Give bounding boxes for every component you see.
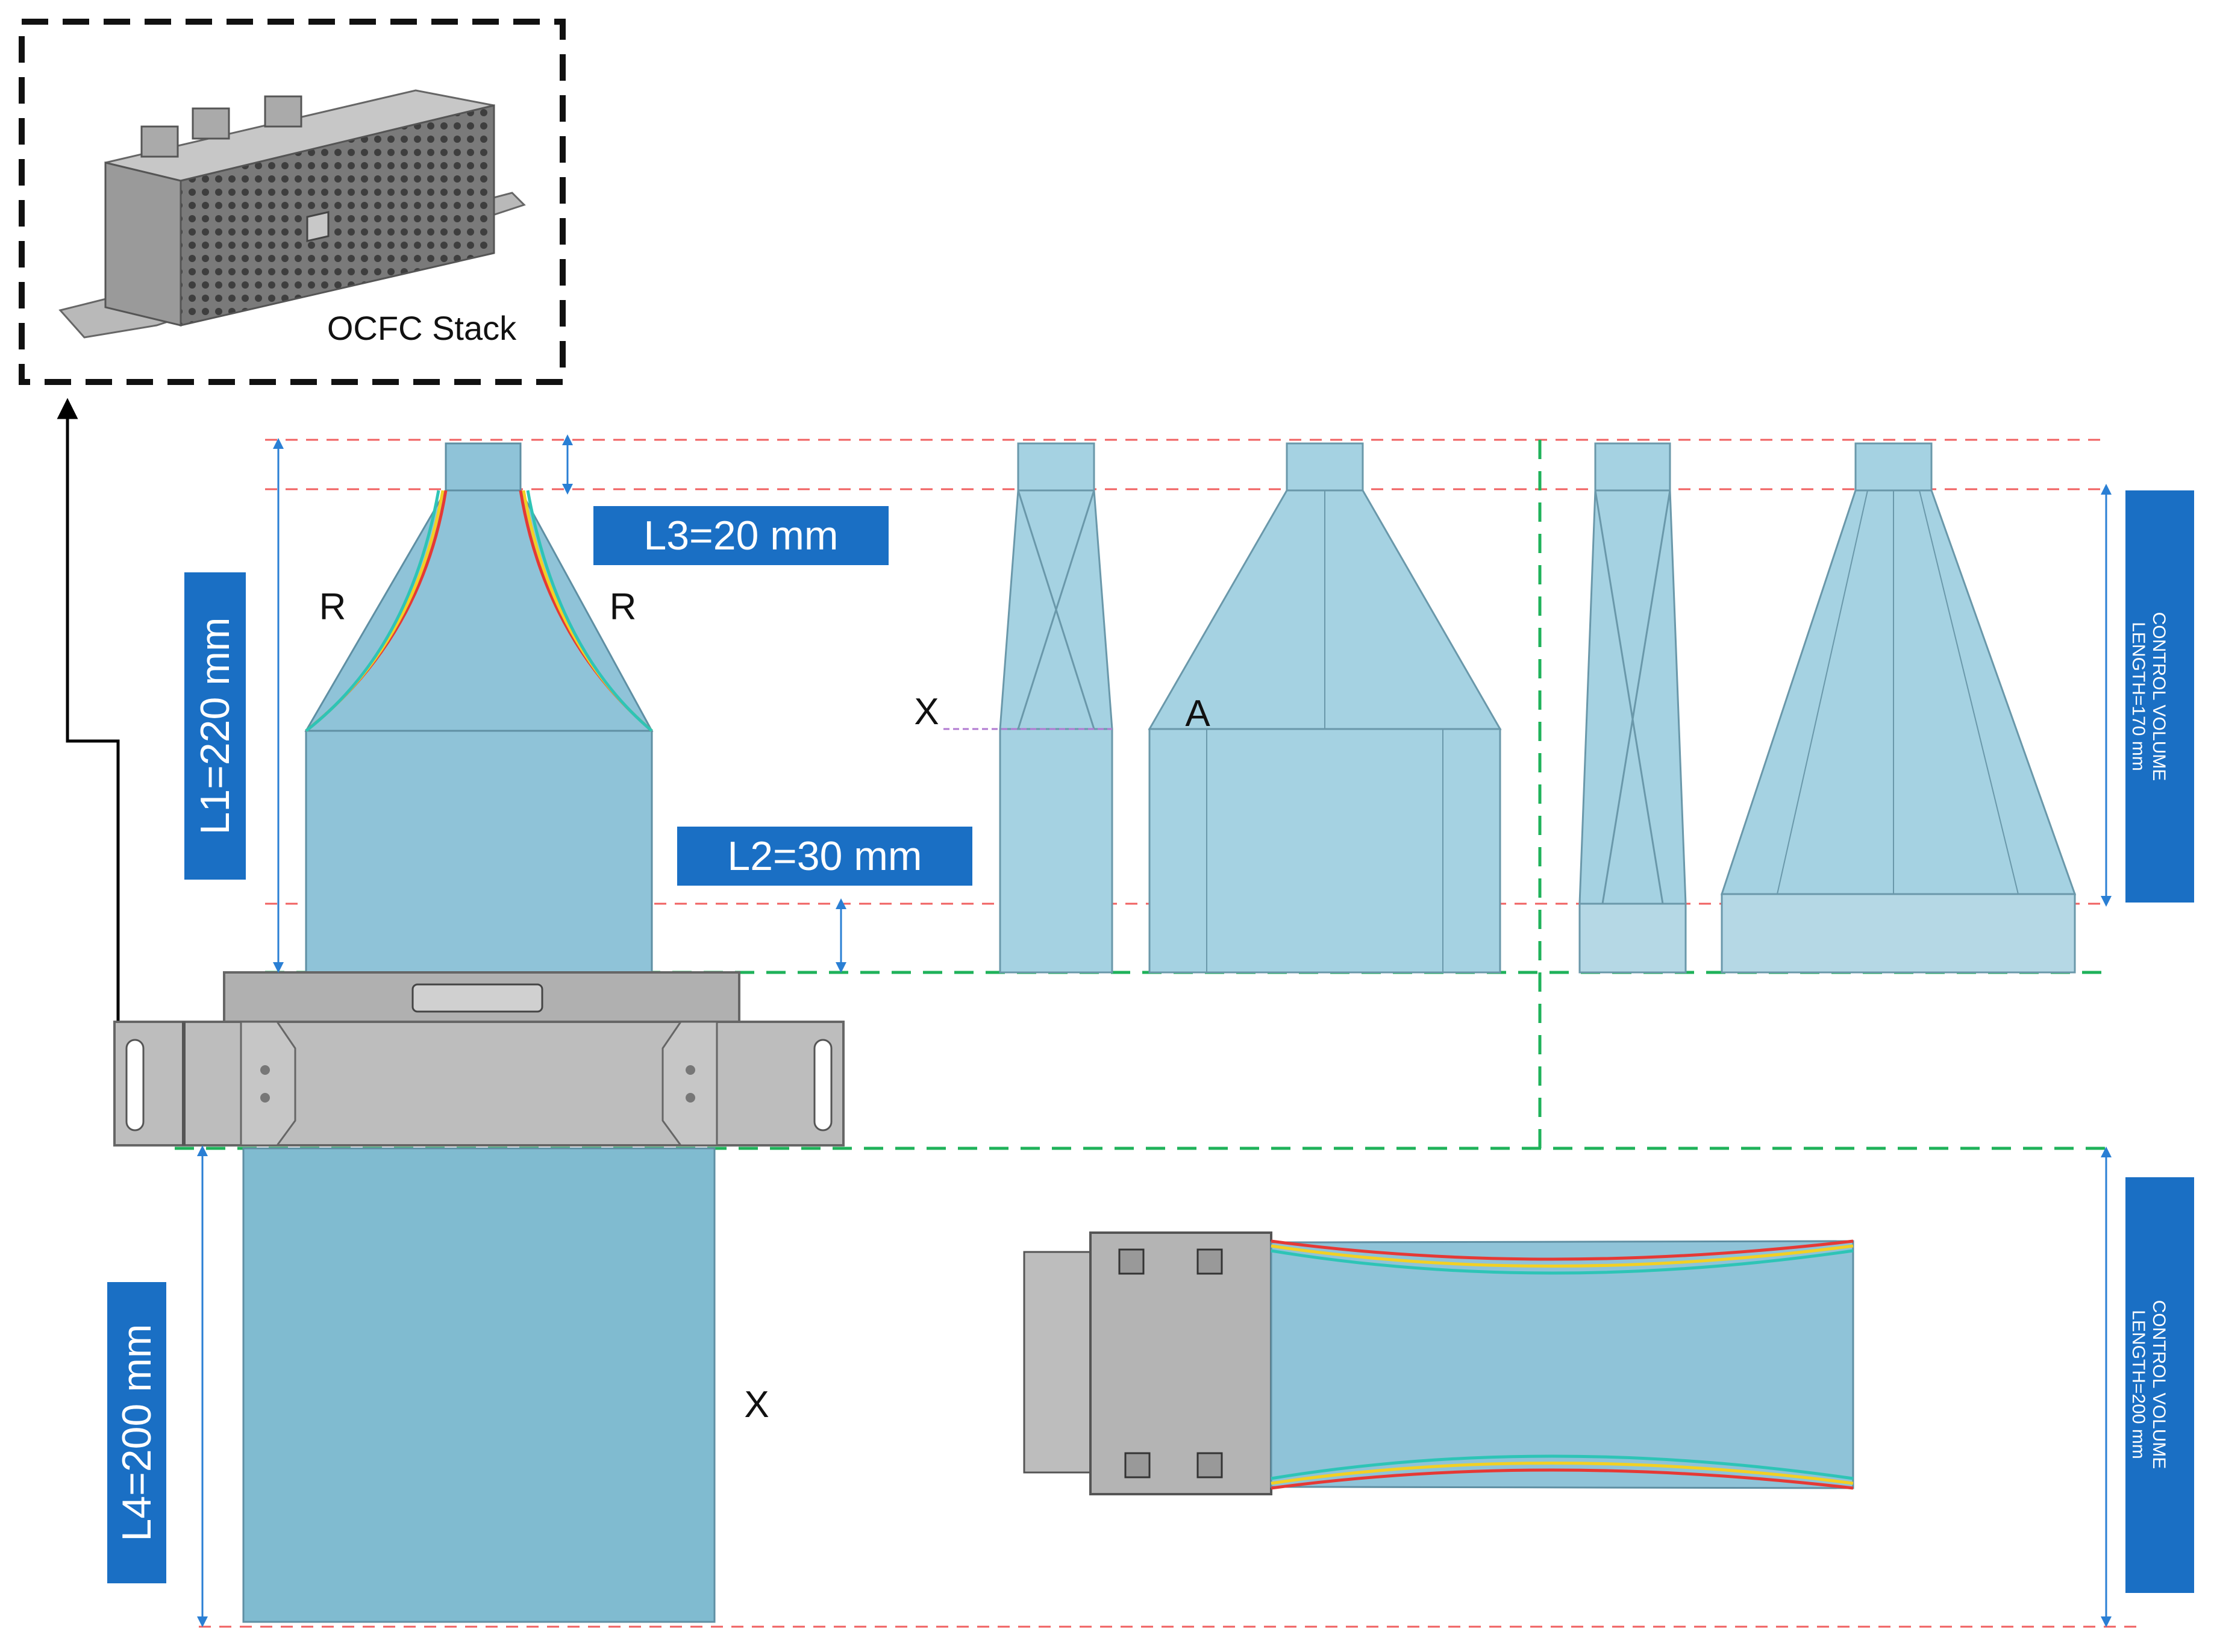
l3-label: L3=20 mm <box>593 506 889 565</box>
ocfc-stack-image <box>58 89 526 339</box>
marker-a-front: A <box>1185 693 1210 734</box>
l1-label: L1=220 mm <box>184 572 246 880</box>
l4-label: L4=200 mm <box>107 1282 166 1583</box>
top-view-assembly <box>1023 1231 1854 1495</box>
cv200-line2: LENGTH=200 mm <box>2128 1310 2148 1459</box>
marker-x-bottom: X <box>744 1384 769 1425</box>
l1-text: L1=220 mm <box>192 618 238 835</box>
marker-x-side: X <box>914 691 939 733</box>
l2-label: L2=30 mm <box>677 827 972 886</box>
inset-caption: OCFC Stack <box>327 309 517 347</box>
right-fillet-curves <box>519 490 653 732</box>
main-upper-duct <box>304 442 654 975</box>
marker-r-right: R <box>610 586 637 628</box>
inset-dashed-border <box>19 19 566 385</box>
cv200-line1: CONTROL VOLUME <box>2149 1300 2169 1469</box>
l4-text: L4=200 mm <box>114 1324 160 1542</box>
control-volume-200-label: CONTROL VOLUME LENGTH=200 mm <box>2125 1177 2194 1593</box>
dimension-arrows <box>197 434 2112 1627</box>
control-volume-170-label: CONTROL VOLUME LENGTH=170 mm <box>2125 490 2194 903</box>
l3-text: L3=20 mm <box>643 513 838 558</box>
main-lower-duct <box>242 1147 716 1623</box>
marker-r-left: R <box>319 586 346 628</box>
l2-text: L2=30 mm <box>727 833 922 879</box>
left-fillet-curves <box>305 490 448 732</box>
inset-panel: OCFC Stack <box>19 19 566 385</box>
front-view-duct <box>1148 442 1502 974</box>
stack-housing-front <box>113 971 845 1147</box>
cv170-line2: LENGTH=170 mm <box>2128 622 2148 771</box>
stack-to-inset-arrow <box>57 398 120 1084</box>
cv170-line1: CONTROL VOLUME <box>2149 612 2169 781</box>
top-view-curves <box>1271 1239 1854 1490</box>
side-view-duct-2 <box>1578 442 1687 974</box>
front-view-duct-2 <box>1720 442 2077 974</box>
side-view-duct <box>999 442 1113 974</box>
